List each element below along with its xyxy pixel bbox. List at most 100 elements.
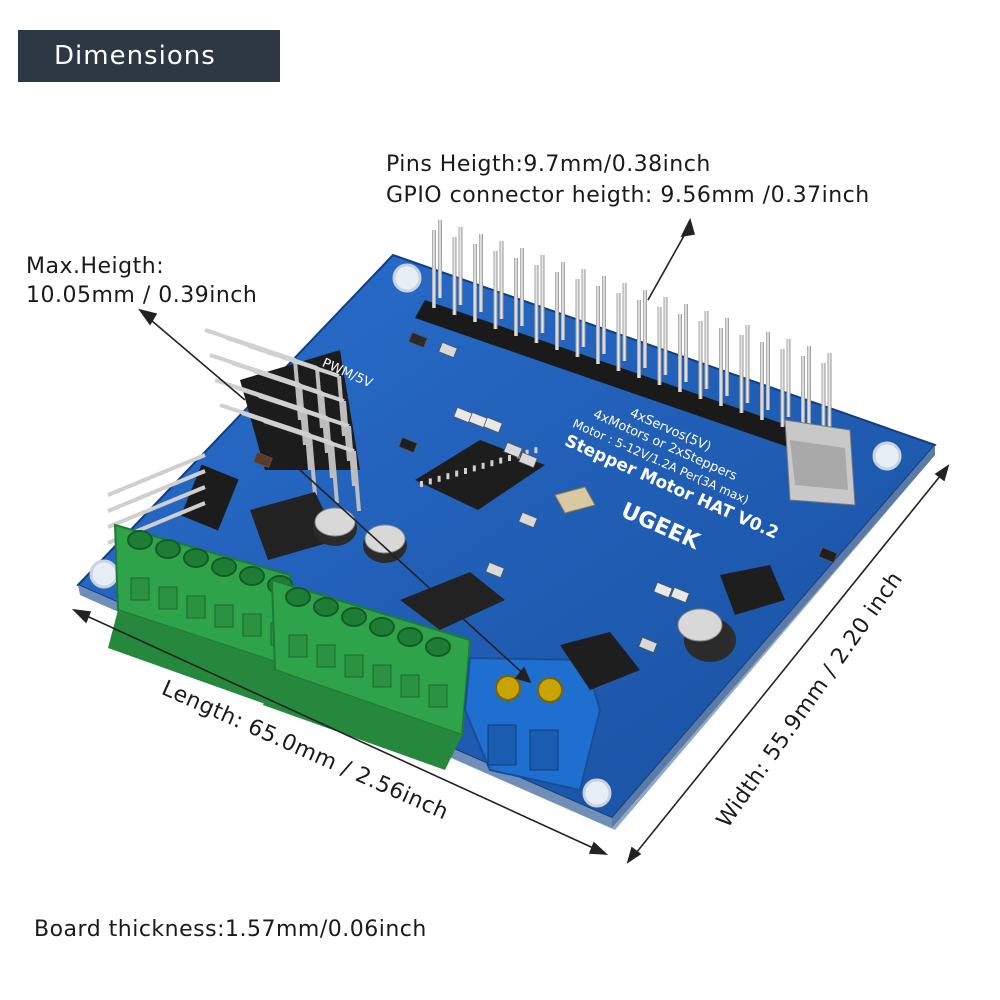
smd-part bbox=[653, 581, 673, 599]
ic-leg bbox=[472, 465, 476, 472]
gpio-pin bbox=[766, 332, 770, 410]
smd-part bbox=[518, 451, 538, 469]
gpio-pin bbox=[540, 255, 545, 333]
terminal-screw bbox=[127, 530, 153, 550]
smd-part bbox=[518, 511, 538, 529]
gpio-pin bbox=[821, 363, 826, 441]
pwm-pin bbox=[107, 453, 206, 497]
gpio-pin bbox=[760, 342, 764, 420]
smd-part bbox=[408, 331, 428, 349]
servo-pin bbox=[263, 419, 355, 453]
metal-switch bbox=[784, 419, 856, 506]
pins-height-label: Pins Heigth:9.7mm/0.38inch bbox=[386, 152, 711, 177]
smd-part bbox=[485, 561, 505, 579]
servo-pin-header bbox=[204, 328, 361, 512]
gpio-pin bbox=[657, 307, 662, 385]
capacitors bbox=[313, 507, 736, 662]
ic-leg bbox=[420, 481, 423, 487]
ic-leg bbox=[508, 455, 511, 461]
gpio-pin bbox=[786, 339, 791, 417]
motor-driver-chip-2 bbox=[400, 572, 505, 630]
gpio-height-label: GPIO connector heigth: 9.56mm /0.37inch bbox=[386, 183, 870, 208]
gpio-pin bbox=[616, 293, 621, 371]
terminal-screw bbox=[155, 539, 181, 559]
terminal-screw bbox=[285, 587, 311, 607]
gpio-pin bbox=[725, 318, 729, 396]
terminal-slot bbox=[130, 577, 150, 601]
terminal-slot bbox=[186, 595, 206, 619]
smd-part bbox=[398, 436, 418, 454]
gpio-pin bbox=[780, 349, 785, 427]
gpio-pin bbox=[432, 230, 436, 308]
terminal-screw bbox=[239, 566, 265, 586]
servo-pin-leg bbox=[303, 409, 312, 471]
terminal-slot bbox=[288, 634, 308, 658]
gpio-pin bbox=[458, 227, 463, 305]
terminal-screw bbox=[313, 597, 339, 617]
smd-part bbox=[503, 441, 523, 459]
gpio-pin bbox=[473, 244, 477, 322]
gpio-pin bbox=[637, 300, 641, 378]
terminal-screw bbox=[211, 557, 237, 577]
terminal-slot bbox=[344, 654, 364, 678]
gpio-pin bbox=[561, 262, 565, 340]
servo-pin bbox=[258, 394, 350, 428]
gpio-pin bbox=[704, 311, 709, 389]
terminal-slot bbox=[400, 674, 420, 698]
terminal-slot bbox=[214, 604, 234, 628]
pwm-pin bbox=[107, 485, 206, 529]
terminal-slot bbox=[428, 684, 448, 708]
crystal bbox=[554, 486, 596, 514]
gpio-pin bbox=[643, 290, 647, 368]
gpio-pin bbox=[678, 314, 682, 392]
voltage-regulator bbox=[560, 565, 785, 690]
gpio-pin bbox=[438, 220, 442, 298]
ic-leg bbox=[499, 457, 503, 464]
gpio-pin bbox=[739, 335, 744, 413]
smd-components bbox=[253, 331, 838, 654]
smd-part bbox=[638, 636, 658, 654]
green-terminal-block-right bbox=[263, 578, 472, 770]
gpio-pin bbox=[684, 304, 688, 382]
terminal-screw bbox=[369, 617, 395, 637]
gpio-pin bbox=[827, 353, 832, 431]
servo-pin-leg bbox=[330, 442, 339, 504]
ic-leg bbox=[525, 449, 529, 456]
smd-part bbox=[438, 341, 458, 359]
gpio-header bbox=[415, 220, 832, 458]
main-ic-chip bbox=[415, 440, 545, 510]
gpio-pin bbox=[479, 234, 483, 312]
max-height-label: Max.Heigth: bbox=[26, 254, 165, 279]
terminal-screw bbox=[183, 548, 209, 568]
servo-pin bbox=[253, 369, 345, 403]
ic-leg bbox=[534, 447, 538, 454]
gpio-pin bbox=[555, 272, 559, 350]
gpio-pin bbox=[575, 279, 580, 357]
servo-pin-leg bbox=[352, 450, 361, 512]
terminal-screw bbox=[397, 627, 423, 647]
servo-pin-leg bbox=[308, 434, 317, 496]
ic-leg bbox=[428, 478, 432, 485]
gpio-pin bbox=[514, 258, 518, 336]
smd-part bbox=[253, 451, 273, 469]
ic-leg bbox=[437, 475, 441, 482]
gpio-pin bbox=[622, 283, 627, 361]
board-thickness-label: Board thickness:1.57mm/0.06inch bbox=[34, 917, 427, 942]
gpio-pin bbox=[596, 286, 600, 364]
gpio-pin bbox=[801, 356, 805, 434]
dimensions-banner: Dimensions bbox=[18, 30, 280, 82]
gpio-pin bbox=[663, 297, 668, 375]
gpio-pin bbox=[534, 265, 539, 343]
gpio-pin bbox=[698, 321, 703, 399]
terminal-slot bbox=[158, 586, 178, 610]
terminal-screw bbox=[341, 607, 367, 627]
smd-part bbox=[670, 586, 690, 604]
smd-part bbox=[483, 416, 503, 434]
gpio-pin bbox=[499, 241, 504, 319]
terminal-slot bbox=[316, 644, 336, 668]
gpio-pin bbox=[452, 237, 457, 315]
gpio-pin bbox=[719, 328, 723, 406]
ic-leg bbox=[446, 473, 450, 480]
blue-power-terminal bbox=[463, 656, 602, 792]
